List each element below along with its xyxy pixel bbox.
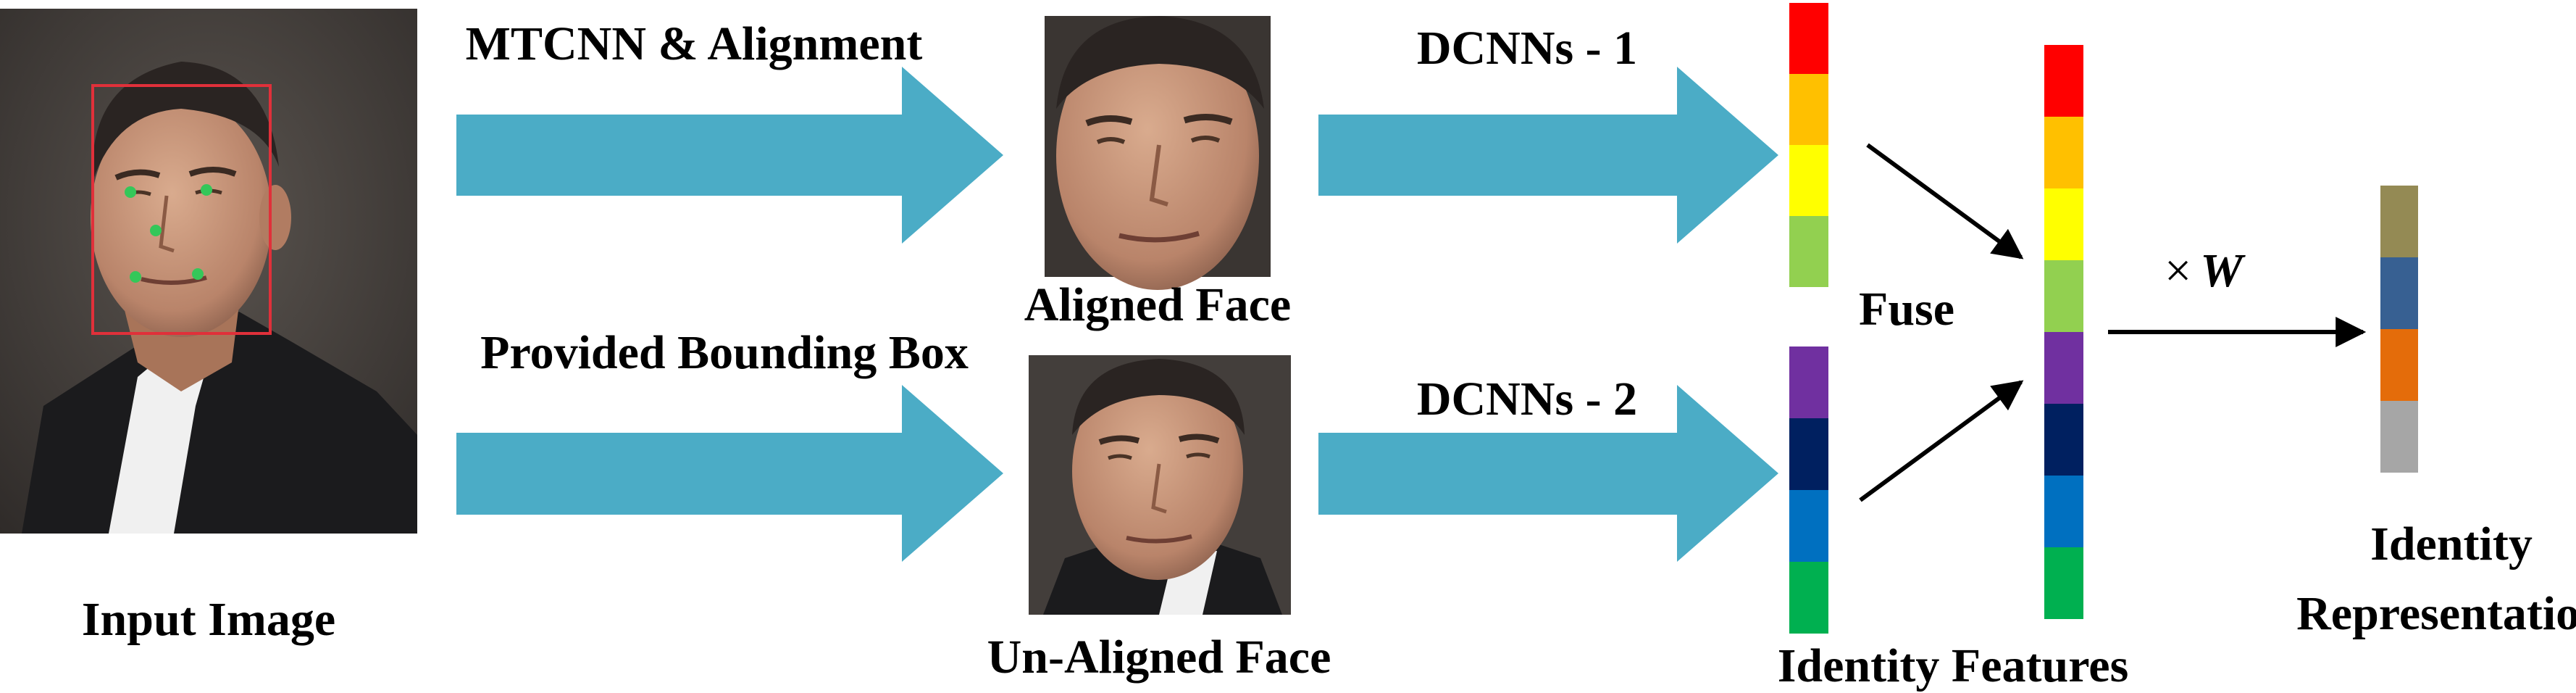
aligned-face-image (1045, 16, 1271, 290)
dcnn-2-vector-segment-2 (1789, 418, 1828, 490)
representation-vector-segment-3 (2380, 329, 2418, 401)
fused-vector-segment-3 (2044, 188, 2083, 260)
representation-vector-segment-1 (2380, 186, 2418, 257)
fused-vector-segment-6 (2044, 404, 2083, 476)
fuse-label: Fuse (1859, 283, 1954, 336)
dcnn-2-vector-segment-3 (1789, 490, 1828, 562)
facial-landmarks (125, 184, 212, 283)
fused-vector-segment-8 (2044, 547, 2083, 619)
dcnns-1-label: DCNNs - 1 (1417, 22, 1637, 75)
landmark-mouth-right (192, 268, 204, 280)
fused-vector-segment-5 (2044, 332, 2083, 404)
dcnn-1-vector-segment-3 (1789, 145, 1828, 216)
aligned-face-label: Aligned Face (1024, 278, 1291, 331)
dcnn-2-vector-segment-1 (1789, 346, 1828, 418)
dcnn-2-feature-vector (1789, 346, 1828, 634)
arrow-dcnns-1 (1318, 67, 1778, 244)
mtcnn-alignment-label: MTCNN & Alignment (466, 17, 923, 70)
fused-vector-segment-4 (2044, 260, 2083, 332)
detected-face-box (91, 84, 272, 335)
arrow-provided-bbox (456, 385, 1003, 562)
provided-bounding-box-label: Provided Bounding Box (480, 326, 969, 379)
times-symbol: × (2165, 244, 2191, 297)
dcnn-1-feature-vector (1789, 3, 1828, 287)
weight-symbol: W (2200, 244, 2246, 297)
hair (92, 62, 280, 181)
arrow-mtcnn-alignment (456, 67, 1003, 244)
fused-vector-segment-2 (2044, 117, 2083, 188)
landmark-right-eye (201, 184, 212, 196)
landmark-left-eye (125, 186, 136, 198)
fused-vector-segment-7 (2044, 476, 2083, 547)
representation-vector-segment-2 (2380, 257, 2418, 329)
dcnn-1-vector-segment-1 (1789, 3, 1828, 74)
unaligned-face-image (1029, 355, 1291, 615)
dcnn-2-vector-segment-4 (1789, 562, 1828, 634)
dcnns-2-label: DCNNs - 2 (1417, 373, 1637, 426)
identity-representation-label-line1: Identity (2370, 518, 2533, 570)
fuse-arrow-lower (1859, 380, 2024, 502)
unaligned-face-label: Un-Aligned Face (987, 631, 1331, 684)
identity-features-label: Identity Features (1778, 639, 2129, 692)
arrow-dcnns-2 (1318, 385, 1778, 562)
identity-representation-vector (2380, 186, 2418, 473)
landmark-nose (150, 225, 162, 236)
landmark-mouth-left (130, 271, 141, 283)
dcnn-1-vector-segment-2 (1789, 74, 1828, 145)
fused-vector-segment-1 (2044, 45, 2083, 117)
identity-representation-label-line2: Representation (2296, 587, 2576, 640)
input-image-label: Input Image (82, 593, 335, 646)
input-image (0, 9, 417, 534)
dcnn-1-vector-segment-4 (1789, 216, 1828, 287)
times-weight-label: ×W (2165, 244, 2246, 297)
fused-identity-feature-vector (2044, 45, 2083, 619)
representation-vector-segment-4 (2380, 401, 2418, 473)
ear (259, 185, 291, 250)
fuse-arrow-upper (1866, 143, 2024, 260)
